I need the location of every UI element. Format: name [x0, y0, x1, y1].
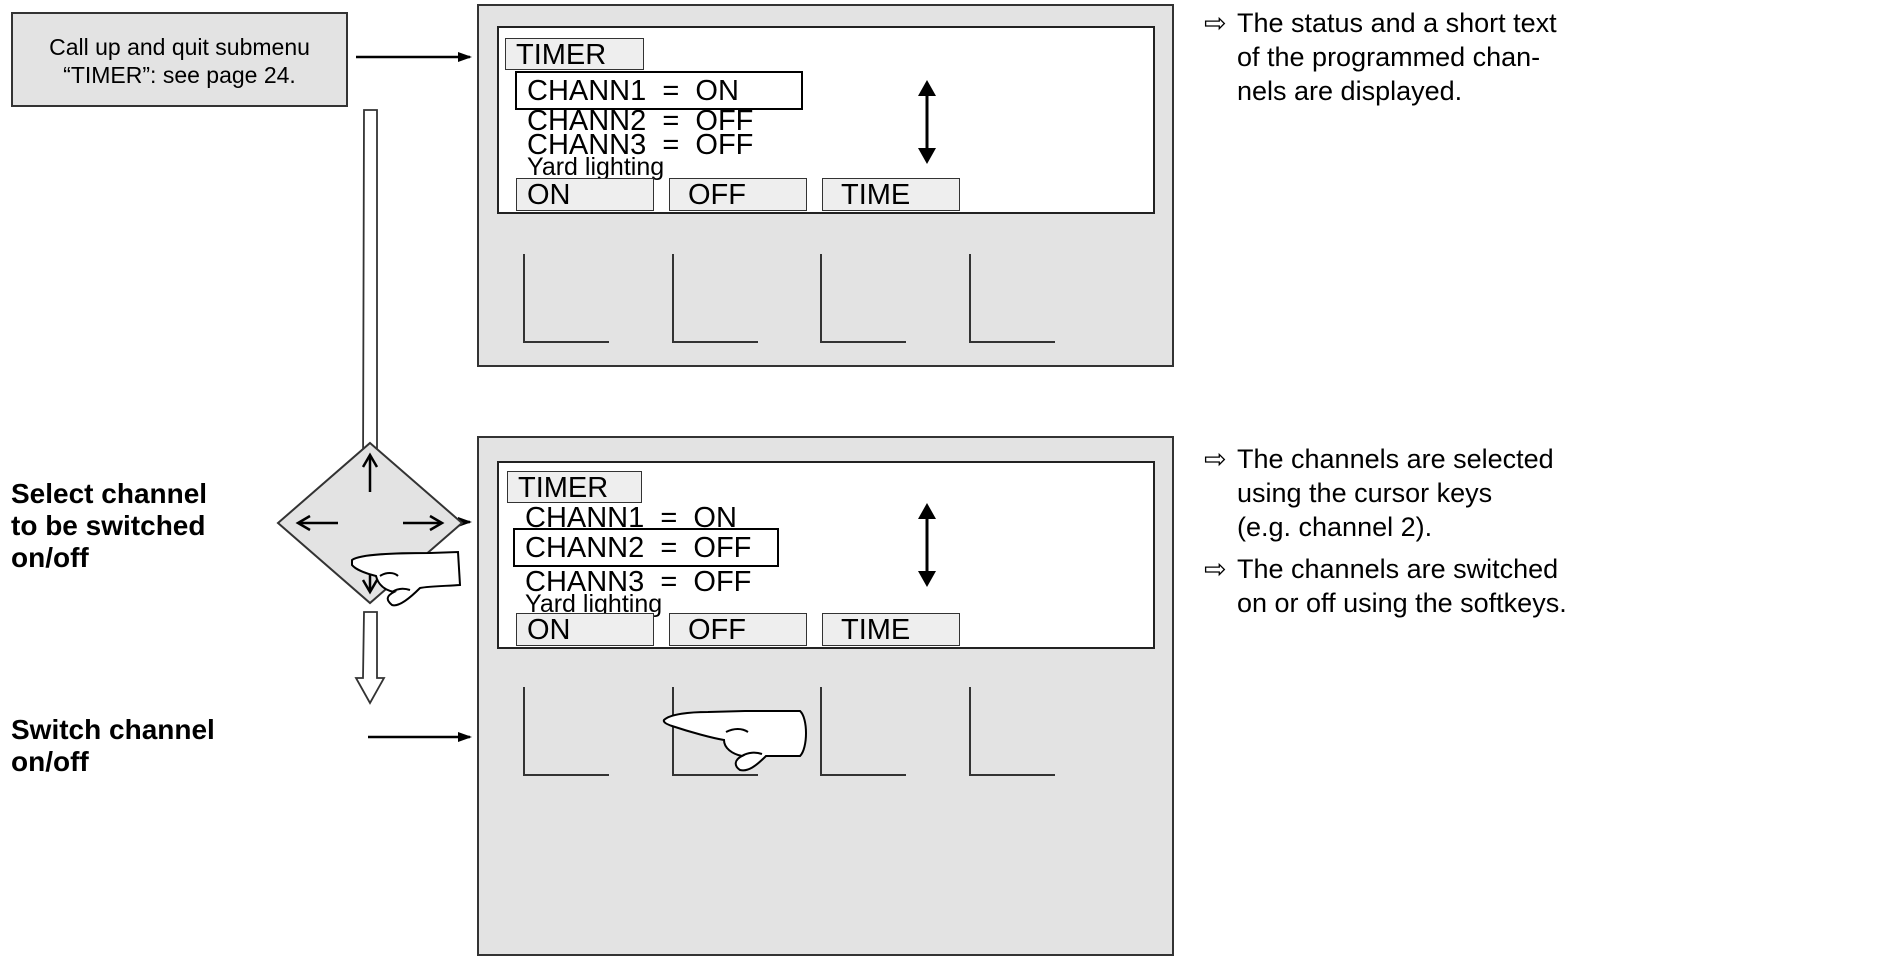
label-select-line1: Select channel: [11, 478, 208, 509]
softkey-1[interactable]: [523, 254, 609, 343]
softkey-2[interactable]: [672, 254, 758, 343]
softkey-4[interactable]: [969, 254, 1055, 343]
note-arrow-icon: ⇨: [1204, 8, 1227, 38]
note-switch-line2: on or off using the softkeys.: [1237, 588, 1567, 618]
channel-row-3: CHANN3 = OFF: [525, 566, 752, 598]
display-screen-top: TIMER CHANN1 = ON CHANN2 = OFF CHANN3 = …: [497, 26, 1155, 214]
note-top-line2: of the programmed chan-: [1237, 42, 1541, 72]
softkey-1[interactable]: [523, 687, 609, 776]
note-top-line1: The status and a short text: [1237, 8, 1557, 38]
note-switch: ⇨ The channels are switched on or off us…: [1204, 552, 1872, 620]
timer-panel-bottom: TIMER CHANN1 = ON CHANN2 = OFF CHANN3 = …: [477, 436, 1174, 956]
timer-title-chip: TIMER: [505, 38, 644, 71]
softkey-label-on: ON: [516, 613, 654, 646]
softkey-3[interactable]: [820, 254, 906, 343]
start-box-line1: Call up and quit submenu: [49, 34, 310, 60]
note-select-line2: using the cursor keys: [1237, 478, 1493, 508]
note-select-line1: The channels are selected: [1237, 444, 1554, 474]
softkey-label-time: TIME: [822, 178, 960, 211]
label-select-line2: to be switched: [11, 510, 206, 541]
label-switch-line1: Switch channel: [11, 714, 215, 745]
double-arrow-icon: [918, 80, 936, 164]
label-select-line3: on/off: [11, 542, 89, 573]
note-switch-line1: The channels are switched: [1237, 554, 1559, 584]
note-arrow-icon: ⇨: [1204, 554, 1227, 584]
pointing-hand-icon: [351, 550, 462, 607]
timer-title-chip: TIMER: [507, 471, 642, 504]
timer-panel-top: TIMER CHANN1 = ON CHANN2 = OFF CHANN3 = …: [477, 4, 1174, 367]
softkey-label-off: OFF: [669, 178, 807, 211]
softkey-2[interactable]: [672, 687, 758, 776]
channel-selection-frame: [513, 528, 779, 567]
start-box-line2: “TIMER”: see page 24.: [63, 62, 296, 88]
channel-caption: Yard lighting: [527, 153, 665, 181]
double-arrow-icon: [918, 503, 936, 587]
start-box: Call up and quit submenu “TIMER”: see pa…: [11, 12, 348, 107]
channel-row-1: CHANN1 = ON: [527, 75, 739, 107]
hollow-down-arrow: [354, 611, 386, 705]
pointing-hand-icon: [662, 710, 807, 772]
channel-row-2: CHANN2 = OFF: [527, 105, 754, 137]
softkey-label-on: ON: [516, 178, 654, 211]
display-screen-bottom: TIMER CHANN1 = ON CHANN2 = OFF CHANN3 = …: [497, 461, 1155, 649]
softkey-3[interactable]: [820, 687, 906, 776]
note-arrow-icon: ⇨: [1204, 444, 1227, 474]
note-select: ⇨ The channels are selected using the cu…: [1204, 442, 1872, 544]
softkey-label-off: OFF: [669, 613, 807, 646]
note-select-line3: (e.g. channel 2).: [1237, 512, 1433, 542]
note-top: ⇨ The status and a short text of the pro…: [1204, 6, 1872, 108]
channel-row-2: CHANN2 = OFF: [525, 532, 752, 564]
channel-row-3: CHANN3 = OFF: [527, 129, 754, 161]
label-switch-line2: on/off: [11, 746, 89, 777]
channel-selection-frame: [515, 71, 803, 110]
softkey-label-time: TIME: [822, 613, 960, 646]
channel-row-1: CHANN1 = ON: [525, 502, 737, 534]
softkey-4[interactable]: [969, 687, 1055, 776]
note-top-line3: nels are displayed.: [1237, 76, 1463, 106]
